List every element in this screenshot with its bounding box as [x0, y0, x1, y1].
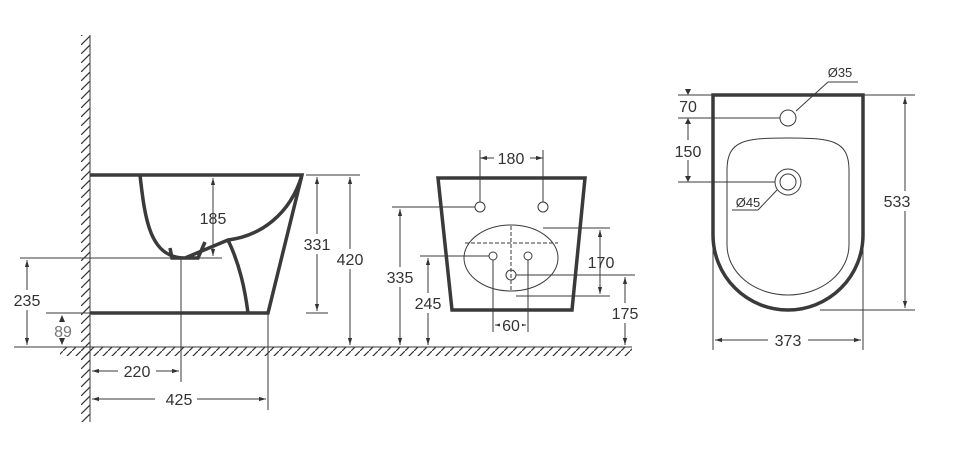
dim-bowl-depth: 185: [200, 211, 227, 228]
dim-bolt-spacing: 180: [498, 151, 525, 168]
side-view: 185 331 420 235 89 220 425: [10, 173, 366, 410]
label-tap-hole: Ø35: [828, 65, 853, 80]
label-drain-hole: Ø45: [736, 195, 761, 210]
dim-vertical-spacing: 170: [588, 255, 615, 272]
dim-depth: 425: [166, 392, 193, 409]
front-view: 180 335 245 170 175 60: [382, 149, 643, 345]
dim-length: 533: [884, 194, 911, 211]
dim-outlet-height: 235: [14, 293, 41, 310]
dim-drain-offset: 150: [675, 144, 702, 161]
dim-floor-gap: 89: [54, 324, 72, 341]
dim-width: 373: [775, 333, 802, 350]
dim-body-height: 331: [304, 237, 331, 254]
dim-bolt-height: 335: [387, 270, 414, 287]
dim-lower-height: 175: [612, 306, 639, 323]
dim-supply-height: 245: [415, 296, 442, 313]
dim-horizontal-spacing: 60: [502, 318, 520, 335]
top-view: Ø35 Ø45 70 150 533 373: [675, 65, 915, 350]
dim-tap-offset: 70: [679, 99, 697, 116]
dim-outlet-distance: 220: [124, 364, 151, 381]
floor: [14, 346, 632, 356]
dim-total-height: 420: [337, 252, 364, 269]
wall: [81, 35, 91, 422]
